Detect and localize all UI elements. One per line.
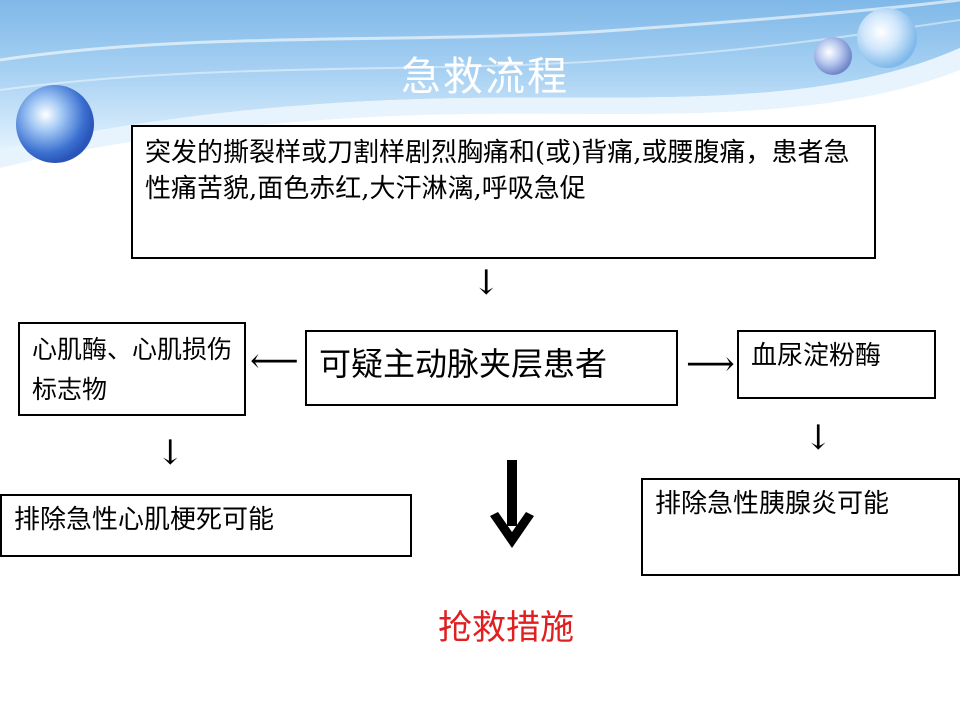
bold-down-arrow-icon: [490, 460, 534, 548]
amylase-box: 血尿淀粉酶: [737, 330, 936, 399]
arrow-down-to-exclude-pancreatitis: ↓: [804, 418, 833, 458]
cardiac-markers-box: 心肌酶、心肌损伤标志物: [18, 322, 246, 416]
arrow-down-to-exclude-mi: ↓: [156, 433, 185, 473]
arrow-left-to-cardiac-markers: ⟵: [250, 341, 299, 381]
amylase-text: 血尿淀粉酶: [751, 341, 882, 371]
exclude-pancreatitis-box: 排除急性胰腺炎可能: [641, 478, 960, 576]
page-title: 急救流程: [401, 54, 569, 100]
arrow-right-to-amylase: ⟶: [686, 344, 735, 384]
exclude-pancreatitis-text: 排除急性胰腺炎可能: [655, 489, 890, 519]
emergency-measures-label: 抢救措施: [438, 608, 574, 648]
suspected-dissection-box: 可疑主动脉夹层患者: [305, 330, 678, 406]
arrow-down-to-suspected: ↓: [472, 263, 501, 303]
cardiac-markers-text: 心肌酶、心肌损伤标志物: [32, 335, 233, 404]
exclude-mi-box: 排除急性心肌梗死可能: [0, 494, 412, 557]
symptoms-box: 突发的撕裂样或刀割样剧烈胸痛和(或)背痛,或腰腹痛，患者急性痛苦貌,面色赤红,大…: [131, 125, 876, 259]
arrow-bold-down-to-emergency: [488, 460, 536, 550]
exclude-mi-text: 排除急性心肌梗死可能: [14, 505, 275, 535]
symptoms-text: 突发的撕裂样或刀割样剧烈胸痛和(或)背痛,或腰腹痛，患者急性痛苦貌,面色赤红,大…: [145, 138, 850, 204]
suspected-dissection-text: 可疑主动脉夹层患者: [319, 345, 608, 383]
